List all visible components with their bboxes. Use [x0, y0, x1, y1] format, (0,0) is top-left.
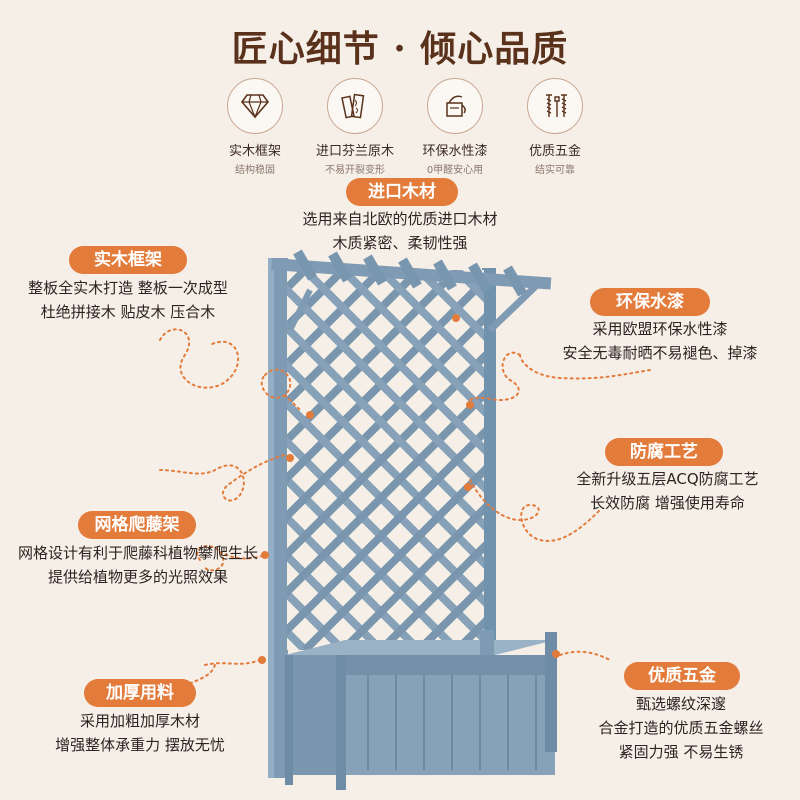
icon-sublabel: 0甲醛安心用: [426, 165, 484, 176]
desc-hardware: 甄选螺纹深邃 合金打造的优质五金螺丝 紧固力强 不易生锈: [575, 692, 787, 764]
icon-label: 优质五金: [528, 144, 581, 159]
desc-line: 提供给植物更多的光照效果: [47, 568, 228, 586]
feature-icon-imported-wood: 进口芬兰原木 不易开裂变形: [305, 78, 405, 176]
tag-solid-frame: 实木框架: [69, 246, 187, 274]
desc-line: 网格设计有利于爬藤科植物攀爬生长: [17, 544, 258, 562]
icon-label: 环保水性漆: [422, 144, 488, 159]
feature-icon-paint: 环保水性漆 0甲醛安心用: [405, 78, 505, 176]
feature-icon-hardware: 优质五金 结实可靠: [505, 78, 605, 176]
tag-eco-paint: 环保水漆: [590, 288, 710, 316]
desc-line: 长效防腐 增强使用寿命: [590, 494, 745, 512]
desc-line: 紧固力强 不易生锈: [618, 743, 744, 761]
desc-line: 杜绝拼接木 贴皮木 压合木: [40, 303, 216, 321]
desc-thick-material: 采用加粗加厚木材 增强整体承重力 摆放无忧: [25, 709, 255, 757]
icon-sublabel: 结构稳固: [235, 165, 275, 176]
desc-eco-paint: 采用欧盟环保水性漆 安全无毒耐晒不易褪色、掉漆: [535, 317, 785, 365]
desc-line: 采用加粗加厚木材: [79, 712, 200, 730]
feature-icons-row: 实木框架 结构稳固 进口芬兰原木 不易开裂变形 环保水性漆 0甲醛安心用: [205, 78, 605, 176]
icon-sublabel: 结实可靠: [535, 165, 575, 176]
wood-planks-icon: [341, 93, 365, 119]
tag-hardware: 优质五金: [624, 662, 740, 690]
desc-line: 合金打造的优质五金螺丝: [598, 719, 764, 737]
desc-line: 木质紧密、柔韧性强: [332, 234, 468, 252]
screws-icon: [546, 94, 567, 117]
desc-line: 采用欧盟环保水性漆: [592, 320, 728, 338]
tag-imported-wood: 进口木材: [346, 178, 458, 206]
icon-label: 实木框架: [228, 144, 281, 159]
desc-solid-frame: 整板全实木打造 整板一次成型 杜绝拼接木 贴皮木 压合木: [0, 276, 256, 324]
desc-line: 甄选螺纹深邃: [635, 695, 726, 713]
paint-bucket-icon: [446, 95, 466, 117]
desc-anticorrosion: 全新升级五层ACQ防腐工艺 长效防腐 增强使用寿命: [555, 467, 780, 515]
lattice-grid: [287, 270, 484, 650]
feature-icon-solid-wood: 实木框架 结构稳固: [205, 78, 305, 176]
tag-trellis: 网格爬藤架: [78, 511, 196, 539]
desc-line: 全新升级五层ACQ防腐工艺: [576, 470, 759, 488]
tag-anticorrosion: 防腐工艺: [605, 438, 723, 466]
desc-imported-wood: 选用来自北欧的优质进口木材 木质紧密、柔韧性强: [250, 207, 550, 255]
page-title: 匠心细节 · 倾心品质: [231, 28, 569, 70]
desc-line: 整板全实木打造 整板一次成型: [28, 279, 228, 297]
desc-line: 安全无毒耐晒不易褪色、掉漆: [562, 344, 758, 362]
desc-line: 增强整体承重力 摆放无忧: [55, 736, 225, 754]
tag-thick-material: 加厚用料: [84, 679, 196, 707]
planter-box: [285, 630, 557, 790]
icon-sublabel: 不易开裂变形: [325, 165, 385, 176]
icon-label: 进口芬兰原木: [315, 144, 394, 159]
desc-line: 选用来自北欧的优质进口木材: [302, 210, 498, 228]
desc-trellis: 网格设计有利于爬藤科植物攀爬生长 提供给植物更多的光照效果: [0, 541, 276, 589]
diamond-icon: [240, 94, 270, 119]
